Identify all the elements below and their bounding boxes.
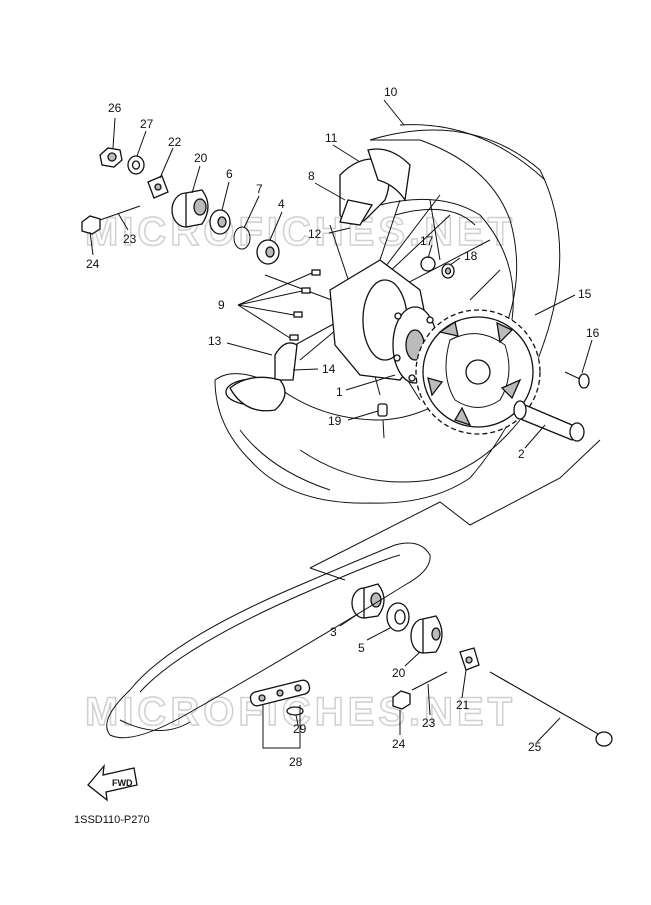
label-part-15: 15 bbox=[578, 287, 592, 301]
wheel-axle-25 bbox=[489, 671, 613, 747]
nut-24-bottom bbox=[392, 690, 411, 710]
label-part-18: 18 bbox=[464, 249, 478, 263]
clip-29 bbox=[286, 706, 304, 716]
spacer-20-top bbox=[171, 189, 209, 228]
label-part-26: 26 bbox=[108, 101, 122, 115]
fwd-label: FWD bbox=[112, 778, 133, 788]
bolt-23-bottom bbox=[411, 671, 448, 691]
drive-chain bbox=[106, 542, 431, 739]
washer-27 bbox=[127, 155, 145, 175]
label-part-3: 3 bbox=[330, 625, 337, 639]
chain-joint-28 bbox=[249, 679, 311, 707]
label-part-11: 11 bbox=[325, 131, 338, 145]
collar-2 bbox=[513, 400, 585, 442]
nut-26 bbox=[99, 147, 123, 168]
chain-adjuster-left bbox=[225, 342, 298, 412]
adjuster-block-22 bbox=[147, 175, 169, 199]
label-part-9: 9 bbox=[218, 298, 225, 312]
leader-lines bbox=[89, 99, 593, 749]
fwd-arrow-icon: FWD bbox=[87, 763, 138, 802]
rear-sprocket bbox=[415, 309, 541, 435]
valve-19 bbox=[377, 403, 388, 439]
label-part-19: 19 bbox=[328, 414, 342, 428]
label-part-10: 10 bbox=[384, 85, 398, 99]
bearing-3 bbox=[351, 583, 385, 619]
label-part-2: 2 bbox=[518, 447, 525, 461]
oil-seal-5 bbox=[386, 602, 410, 632]
spoke-nipples bbox=[289, 269, 321, 341]
label-part-16: 16 bbox=[586, 326, 600, 340]
watermark-top: MICROFICHES.NET bbox=[85, 210, 516, 254]
label-part-20-bottom: 20 bbox=[392, 666, 406, 680]
label-part-17: 17 bbox=[420, 234, 434, 248]
label-part-24-bottom: 24 bbox=[392, 737, 406, 751]
washer-18 bbox=[441, 263, 455, 279]
part-labels: 10 11 8 12 26 27 22 20 6 7 4 23 24 9 13 … bbox=[86, 85, 600, 769]
label-part-8: 8 bbox=[308, 169, 315, 183]
nut-17 bbox=[420, 256, 436, 272]
label-part-23-bottom: 23 bbox=[422, 716, 436, 730]
label-part-20-top: 20 bbox=[194, 151, 208, 165]
label-part-21: 21 bbox=[456, 698, 470, 712]
label-part-23-top: 23 bbox=[123, 232, 137, 246]
diagram-code: 1SSD110-P270 bbox=[74, 814, 150, 826]
label-part-22: 22 bbox=[168, 135, 182, 149]
label-part-24-top: 24 bbox=[86, 257, 100, 271]
label-part-25: 25 bbox=[528, 740, 542, 754]
label-part-1: 1 bbox=[336, 385, 343, 399]
label-part-6: 6 bbox=[226, 167, 233, 181]
label-part-13: 13 bbox=[208, 334, 222, 348]
label-part-29: 29 bbox=[293, 722, 307, 736]
nut-24-top bbox=[81, 215, 101, 235]
label-part-5: 5 bbox=[358, 641, 365, 655]
adjuster-block-21 bbox=[459, 647, 480, 671]
label-part-12: 12 bbox=[308, 227, 322, 241]
label-part-7: 7 bbox=[256, 182, 263, 196]
hub bbox=[329, 259, 440, 384]
assembly-outline bbox=[309, 439, 601, 581]
label-part-27: 27 bbox=[140, 117, 154, 131]
brake-parts bbox=[339, 148, 411, 226]
label-part-4: 4 bbox=[278, 197, 285, 211]
bolt-23-top bbox=[99, 205, 141, 221]
oil-seal-4 bbox=[256, 239, 280, 265]
bolt-16 bbox=[564, 371, 590, 389]
label-part-28: 28 bbox=[289, 755, 303, 769]
bearing-6 bbox=[209, 209, 231, 235]
spacer-20-bottom bbox=[410, 615, 443, 654]
label-part-14: 14 bbox=[322, 362, 336, 376]
circlip-7 bbox=[233, 226, 251, 250]
